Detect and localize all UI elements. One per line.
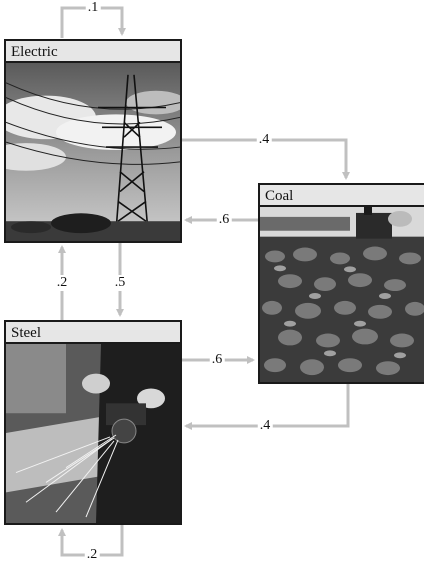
node-electric: Electric — [4, 39, 182, 243]
weight-electric-to-electric: .1 — [85, 0, 101, 16]
coal-pile-image — [260, 207, 424, 382]
node-steel-label: Steel — [6, 322, 180, 344]
node-steel: Steel — [4, 320, 182, 525]
node-coal: Coal — [258, 183, 424, 384]
steel-grinding-image — [6, 344, 180, 523]
weight-steel-to-steel: .2 — [84, 547, 100, 563]
node-coal-label: Coal — [260, 185, 424, 207]
weight-coal-to-steel: .4 — [257, 418, 273, 434]
weight-electric-to-steel: .5 — [112, 275, 128, 291]
electric-pylon-image — [6, 63, 180, 241]
weight-coal-to-electric: .6 — [216, 212, 232, 228]
weight-steel-to-electric: .2 — [54, 275, 70, 291]
arrow-electric-to-coal — [180, 138, 350, 180]
weight-electric-to-coal: .4 — [256, 132, 272, 148]
weight-steel-to-coal: .6 — [209, 352, 225, 368]
node-electric-label: Electric — [6, 41, 180, 63]
arrow-coal-to-steel — [184, 384, 350, 430]
